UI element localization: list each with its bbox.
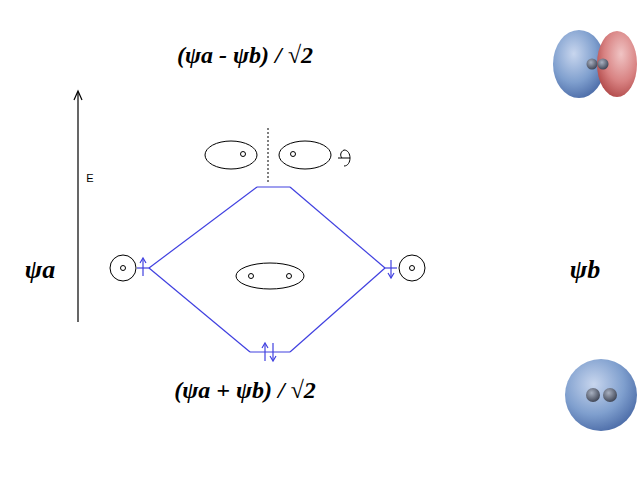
antibonding-formula: (ψa - ψb) / √2 <box>177 42 313 69</box>
axis-arrowhead <box>74 91 82 100</box>
bonding-orbital-render <box>565 359 637 431</box>
atom-b <box>399 255 425 281</box>
bonding-formula: (ψa + ψb) / √2 <box>174 377 316 404</box>
atom-a <box>110 255 136 281</box>
electron-spins <box>140 258 394 361</box>
orbital-label: ψb <box>570 255 600 285</box>
orbital-label: ψa <box>25 255 55 285</box>
bonding-orbital-sketch <box>236 263 304 289</box>
energy-levels <box>137 187 397 352</box>
energy-axis <box>77 92 78 322</box>
antibonding-orbital-render <box>553 30 637 98</box>
antibonding-orbital-sketch <box>205 128 350 183</box>
energy-label: E <box>86 172 93 184</box>
